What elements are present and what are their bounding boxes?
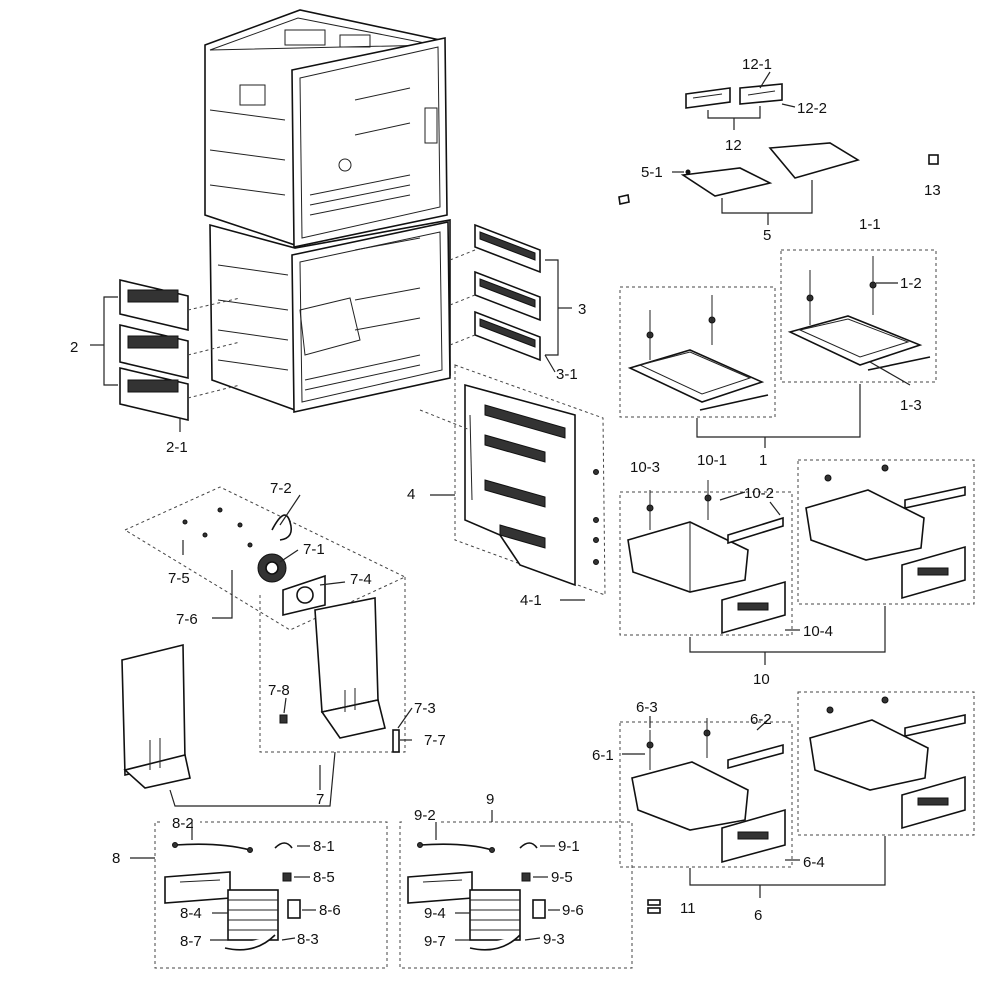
- label-9-3: 9-3: [543, 931, 565, 948]
- label-8-5: 8-5: [313, 869, 335, 886]
- part-group-3: [449, 223, 572, 373]
- part-group-9: [399, 810, 633, 969]
- label-1-3: 1-3: [900, 397, 922, 414]
- part-group-10: [619, 459, 975, 665]
- part-group-4: [419, 364, 606, 601]
- label-10-2: 10-2: [744, 485, 774, 502]
- label-5-1: 5-1: [641, 164, 663, 181]
- label-8-1: 8-1: [313, 838, 335, 855]
- label-2: 2: [70, 339, 78, 356]
- label-8-3: 8-3: [297, 931, 319, 948]
- label-7-1: 7-1: [303, 541, 325, 558]
- label-6-2: 6-2: [750, 711, 772, 728]
- label-10-4: 10-4: [803, 623, 833, 640]
- callout-labels: 12-1 12-2 12 5-1 5 13 1-1 1-2 1-3 1 2 2-…: [70, 56, 941, 950]
- label-10-3: 10-3: [630, 459, 660, 476]
- part-group-2: [90, 278, 241, 432]
- label-7-3: 7-3: [414, 700, 436, 717]
- label-10-1: 10-1: [697, 452, 727, 469]
- label-7-2: 7-2: [270, 480, 292, 497]
- label-9-6: 9-6: [562, 902, 584, 919]
- label-13: 13: [924, 182, 941, 199]
- label-3-1: 3-1: [556, 366, 578, 383]
- label-7-4: 7-4: [350, 571, 372, 588]
- label-12-1: 12-1: [742, 56, 772, 73]
- part-11: [647, 899, 661, 914]
- label-1-2: 1-2: [900, 275, 922, 292]
- label-6-4: 6-4: [803, 854, 825, 871]
- label-8: 8: [112, 850, 120, 867]
- label-7-6: 7-6: [176, 611, 198, 628]
- part-group-1: [619, 249, 937, 448]
- part-group-7: [121, 486, 413, 807]
- label-7-7: 7-7: [424, 732, 446, 749]
- part-group-8: [130, 821, 388, 969]
- label-6-3: 6-3: [636, 699, 658, 716]
- label-8-6: 8-6: [319, 902, 341, 919]
- label-9-4: 9-4: [424, 905, 446, 922]
- label-4-1: 4-1: [520, 592, 542, 609]
- label-12-2: 12-2: [797, 100, 827, 117]
- label-9-2: 9-2: [414, 807, 436, 824]
- part-group-6: [619, 691, 975, 898]
- label-3: 3: [578, 301, 586, 318]
- label-6-1: 6-1: [592, 747, 614, 764]
- part-group-12: [685, 71, 796, 130]
- label-9-1: 9-1: [558, 838, 580, 855]
- label-10: 10: [753, 671, 770, 688]
- label-9: 9: [486, 791, 494, 808]
- label-8-4: 8-4: [180, 905, 202, 922]
- label-11: 11: [680, 900, 696, 917]
- label-9-5: 9-5: [551, 869, 573, 886]
- label-12: 12: [725, 137, 742, 154]
- label-2-1: 2-1: [166, 439, 188, 456]
- label-8-7: 8-7: [180, 933, 202, 950]
- label-4: 4: [407, 486, 415, 503]
- label-6: 6: [754, 907, 762, 924]
- label-9-7: 9-7: [424, 933, 446, 950]
- cabinet-assembly: [204, 9, 451, 413]
- part-13: [928, 154, 939, 165]
- label-7: 7: [316, 791, 324, 808]
- part-group-5: [618, 142, 860, 225]
- label-8-2: 8-2: [172, 815, 194, 832]
- label-7-5: 7-5: [168, 570, 190, 587]
- label-7-8: 7-8: [268, 682, 290, 699]
- label-1-1: 1-1: [859, 216, 881, 233]
- label-1: 1: [759, 452, 767, 469]
- label-5: 5: [763, 227, 771, 244]
